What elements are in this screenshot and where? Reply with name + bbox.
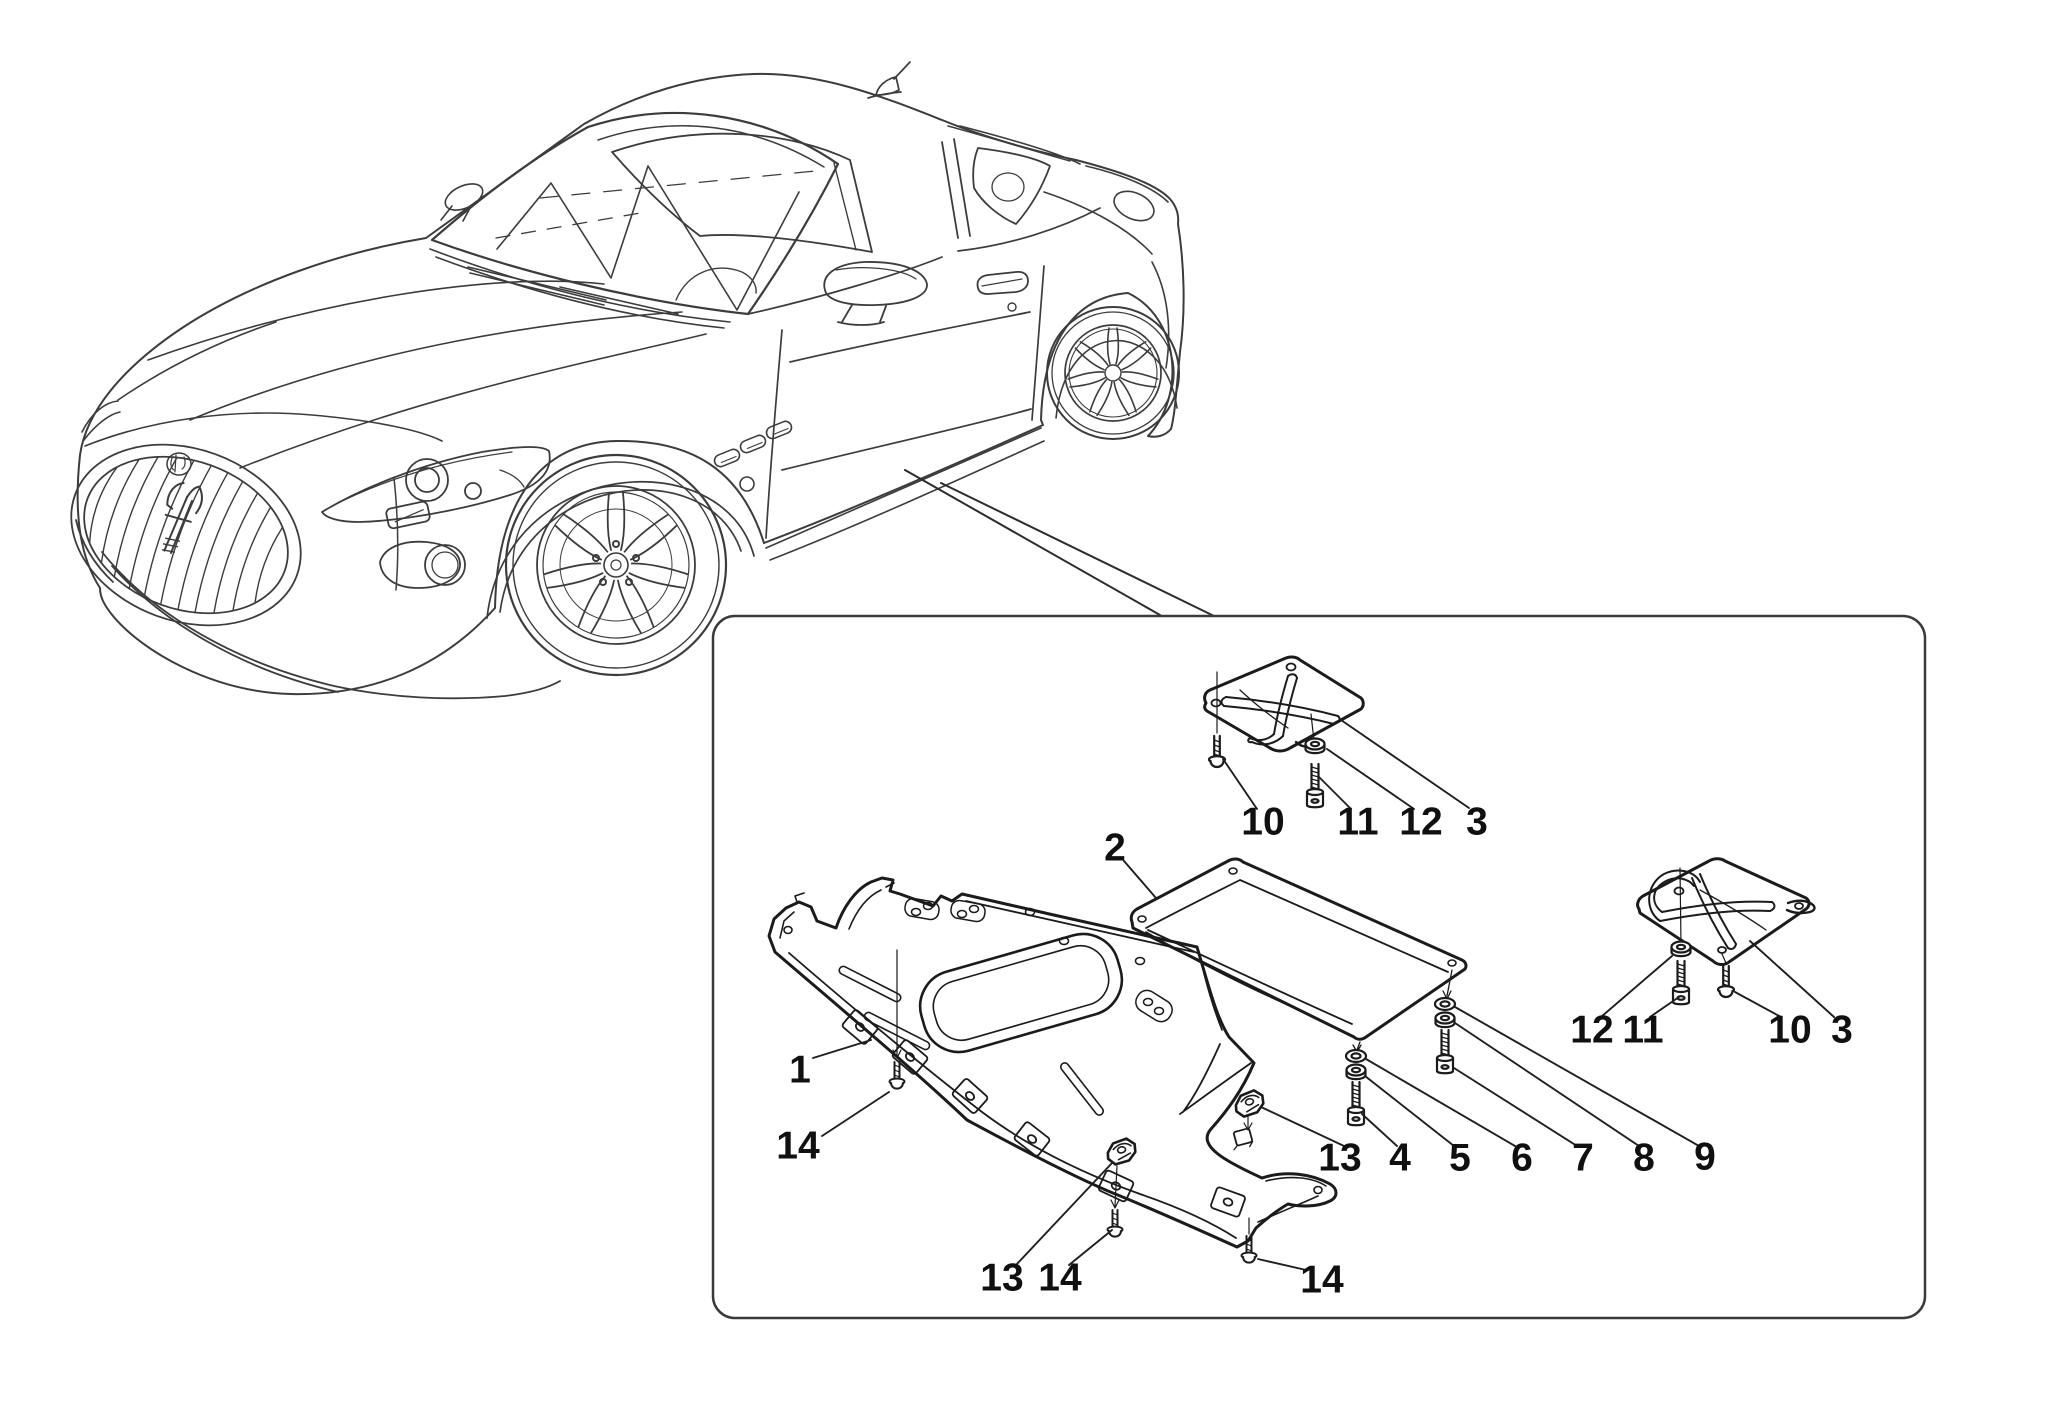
callout-13-clip[interactable]: 13 — [1318, 1137, 1361, 1180]
rocker-lines — [765, 427, 1045, 561]
part-3-bracket-front[interactable] — [1203, 655, 1365, 809]
callout-3-bracket-plate[interactable]: 3 — [1831, 1009, 1853, 1052]
headlight-main — [321, 446, 551, 523]
callout-5-washer[interactable]: 5 — [1449, 1137, 1471, 1180]
wipers — [429, 248, 731, 329]
front-wheel — [486, 453, 755, 677]
callout-12-washer[interactable]: 12 — [1399, 801, 1442, 844]
part-1-square-hole — [1233, 1127, 1254, 1151]
callout-11-bolt[interactable]: 11 — [1337, 801, 1378, 844]
callout-14-screw[interactable]: 14 — [1300, 1259, 1344, 1302]
hood-lines — [84, 280, 707, 469]
fuel-door — [1113, 190, 1155, 222]
detail-inset-panel — [711, 614, 1927, 1320]
clips-and-screws — [888, 949, 1268, 1264]
bracket-x-tube — [1220, 673, 1341, 746]
windshield — [430, 111, 840, 316]
hood-badge-icon — [166, 452, 192, 476]
windshield-reflection-zigzag — [496, 165, 800, 311]
bracket-x-tube — [1648, 869, 1776, 950]
callout-10-screw[interactable]: 10 — [1241, 801, 1284, 844]
fastener-stack-right[interactable] — [1433, 969, 1457, 1075]
callout-4-bolt[interactable]: 4 — [1389, 1137, 1411, 1180]
door-lines — [747, 207, 1101, 539]
callout-3-bracket-plate[interactable]: 3 — [1466, 801, 1488, 844]
callout-14-screw[interactable]: 14 — [1038, 1257, 1082, 1300]
front-grille — [70, 443, 302, 627]
headlight-far — [81, 400, 121, 441]
part-3-bracket-rear[interactable] — [1636, 857, 1816, 1006]
part-1-oval-cutout — [918, 932, 1124, 1054]
car-illustration — [70, 61, 1185, 700]
door-keyhole — [1007, 302, 1017, 312]
rear-details — [959, 125, 1170, 369]
far-side-mirror — [440, 183, 484, 222]
callout-11-bolt[interactable]: 11 — [1622, 1009, 1663, 1052]
car-body-outline — [76, 72, 1185, 696]
callout-8-washer[interactable]: 8 — [1633, 1137, 1655, 1180]
callout-10-screw[interactable]: 10 — [1768, 1009, 1811, 1052]
fastener-stack-left[interactable] — [1344, 1041, 1368, 1127]
callout-12-washer[interactable]: 12 — [1570, 1009, 1613, 1052]
callout-1-front-underbody-tray[interactable]: 1 — [789, 1049, 811, 1092]
spacer-9[interactable] — [1433, 996, 1457, 1012]
callout-2-rear-underbody-panel[interactable]: 2 — [1104, 827, 1126, 870]
callout-7-bolt[interactable]: 7 — [1572, 1137, 1594, 1180]
callout-9-washer[interactable]: 9 — [1694, 1136, 1716, 1179]
grille-trident-icon — [161, 482, 204, 554]
callout-leader-lines — [812, 719, 1835, 1271]
door-mirror — [823, 261, 928, 326]
front-bumper — [75, 477, 561, 700]
callout-13-clip[interactable]: 13 — [980, 1257, 1023, 1300]
door-handle — [976, 270, 1029, 312]
rear-wheel — [1046, 306, 1180, 440]
spacer-6[interactable] — [1344, 1048, 1368, 1064]
side-windows — [611, 132, 1051, 253]
part-2-rear-underbody-panel[interactable] — [1129, 857, 1468, 1041]
inset-pointer-lines — [904, 469, 1215, 617]
callout-6-washer[interactable]: 6 — [1511, 1137, 1533, 1180]
fender-vents — [713, 420, 793, 492]
fog-lamp — [424, 544, 466, 586]
callout-14-screw[interactable]: 14 — [776, 1125, 820, 1168]
roof-antenna — [867, 61, 911, 99]
